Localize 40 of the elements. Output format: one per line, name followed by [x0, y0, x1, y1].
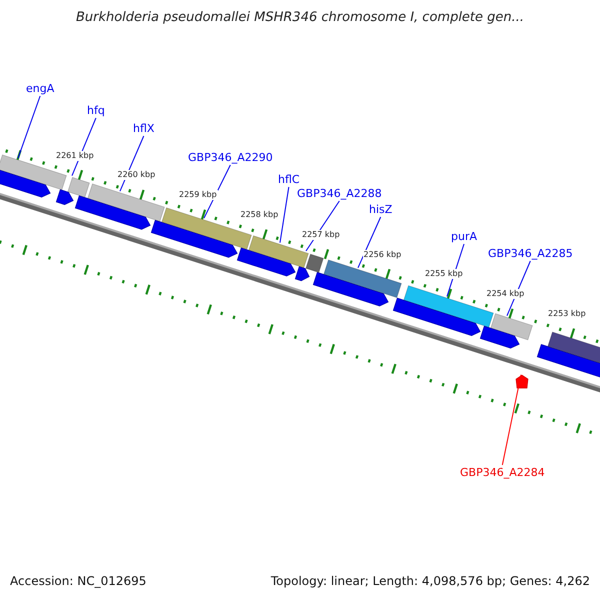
gene-label: GBP346_A2284: [460, 466, 545, 479]
gene-bar: [323, 259, 402, 298]
leader-line: [18, 96, 41, 159]
gene-label: hflC: [278, 173, 300, 186]
scale-label: 2257 kbp: [301, 230, 341, 240]
scale-label: 2256 kbp: [362, 250, 402, 260]
leader-line: [502, 374, 522, 466]
cds-feature: [294, 266, 310, 282]
leader-line: [280, 186, 290, 244]
scale-label: 2261 kbp: [55, 150, 95, 161]
cds-feature: [74, 195, 151, 230]
cds-feature: [150, 220, 238, 258]
gene-label: hfq: [87, 104, 105, 117]
scale-label: 2253 kbp: [547, 308, 587, 319]
scale-label: 2254 kbp: [486, 289, 526, 300]
cds-feature: [312, 272, 389, 306]
scale-label: 2258 kbp: [240, 210, 280, 220]
gene-label: GBP346_A2290: [188, 151, 273, 164]
gene-label: GBP346_A2285: [488, 247, 573, 260]
map-title: Burkholderia pseudomallei MSHR346 chromosome I, complete gen...: [74, 10, 526, 25]
gene-label: hisZ: [369, 203, 392, 216]
gene-label: GBP346_A2288: [297, 187, 382, 200]
gene-bar: [490, 313, 533, 340]
scale-label: 2259 kbp: [178, 190, 218, 200]
gene-bar: [305, 254, 324, 273]
cds-feature: [0, 168, 51, 198]
footer-text: Topology: linear; Length: 4,098,576 bp; Genes: 4,262: [270, 574, 590, 588]
gene-label: engA: [26, 82, 54, 95]
footer-text: Accession: NC_012695: [10, 574, 146, 588]
cds-feature: [392, 298, 481, 336]
feature-marker: [516, 374, 528, 388]
cds-feature: [56, 189, 74, 205]
scale-label: 2260 kbp: [116, 170, 156, 180]
gene-label: hflX: [133, 122, 154, 135]
cds-feature: [480, 326, 520, 349]
scale-label: 2255 kbp: [424, 269, 464, 280]
gene-bar: [87, 184, 165, 222]
gene-bar: [67, 177, 90, 198]
cds-feature: [236, 247, 296, 276]
gene-label: purA: [451, 230, 478, 243]
